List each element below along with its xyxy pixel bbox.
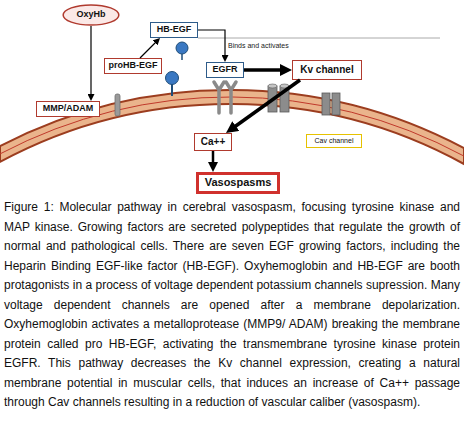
node-layer: OxyHbHB-EGF proHB-EGF EGFR Kv channelMMP/AD…	[0, 0, 464, 200]
kv-channel-top	[280, 84, 289, 88]
molecule-ellipse: OxyHb	[62, 4, 120, 26]
extracellular-line	[198, 38, 440, 39]
enzyme-box: MMP/ADAM	[36, 101, 100, 117]
receptor-box: EGFR	[206, 62, 244, 78]
node-text: EGFR	[212, 65, 237, 74]
protein-box: proHB-EGF	[104, 58, 162, 74]
node-text: Cav channel	[315, 137, 354, 144]
arrow-connector	[90, 26, 91, 98]
node-text: Kv channel	[300, 65, 353, 76]
arrow-connector	[244, 68, 286, 72]
kv-channel-top	[268, 84, 277, 88]
node-text: MMP/ADAM	[43, 104, 94, 113]
node-text: proHB-EGF	[109, 61, 158, 70]
arrow-connector	[212, 151, 215, 167]
outcome-box: Vasospasms	[196, 172, 280, 194]
kv-channel-symbol	[280, 86, 289, 112]
ligand-box: HB-EGF	[150, 22, 198, 38]
arrow-connector	[198, 30, 225, 59]
metalloprotease-symbol	[115, 94, 120, 116]
channel-box: Cav channel	[306, 134, 362, 148]
ion-box: Ca++	[194, 133, 232, 151]
egfr-receptor-left	[214, 82, 224, 113]
figure-caption: Figure 1: Molecular pathway in cerebral …	[4, 198, 460, 413]
connector-layer	[0, 0, 464, 200]
arrow-connector	[231, 80, 300, 130]
cav-channel-symbol	[322, 93, 330, 115]
hb-egf-ligand	[176, 42, 188, 54]
illustration	[0, 0, 464, 200]
prohb-egf-protein	[166, 72, 179, 85]
egfr-receptor-right	[226, 82, 236, 113]
node-text: HB-EGF	[157, 25, 192, 34]
ellipse-shape	[63, 5, 119, 25]
ligand-stem	[181, 54, 183, 60]
kv-channel-symbol	[268, 86, 277, 112]
edge-label: Binds and activates	[228, 42, 289, 49]
node-text: Vasospasms	[205, 177, 272, 189]
channel-box: Kv channel	[292, 60, 362, 80]
prohb-egf-stem	[171, 84, 173, 96]
cav-channel-symbol	[332, 93, 340, 115]
node-text: OxyHb	[76, 10, 105, 19]
node-text: Ca++	[201, 137, 225, 148]
arrow-connector	[140, 40, 158, 58]
